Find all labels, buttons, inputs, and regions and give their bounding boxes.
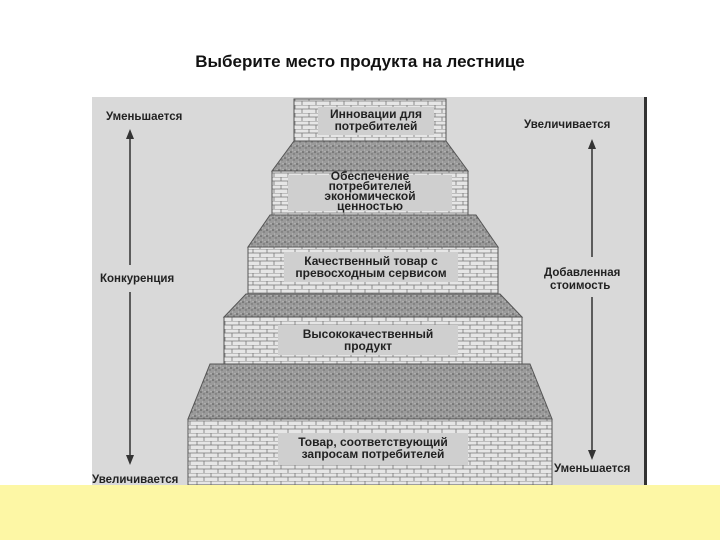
scan-border xyxy=(644,97,647,485)
step-5-tread xyxy=(187,363,553,420)
step-4-tread xyxy=(222,293,524,318)
step-5-label: Товар, соответствующий запросам потребит… xyxy=(298,435,448,461)
step-2-tread xyxy=(271,140,469,172)
slide-title: Выберите место продукта на лестнице xyxy=(195,52,525,71)
footer-band xyxy=(0,485,720,540)
step-4-label: Высококачественный продукт xyxy=(302,327,434,353)
step-2-label: Обеспечение потребителей экономической ц… xyxy=(324,169,416,213)
staircase-diagram: Уменьшается Конкуренция Увеличивается Ув… xyxy=(92,97,646,485)
staircase-graphic xyxy=(92,97,646,485)
left-axis-bottom-label: Увеличивается xyxy=(92,474,179,485)
step-3-label: Качественный товар с превосходным сервис… xyxy=(295,254,447,280)
left-axis-top-label: Уменьшается xyxy=(106,111,183,123)
right-axis-bottom-label: Уменьшается xyxy=(554,463,631,475)
right-axis-middle-label-1: Добавленная xyxy=(544,267,621,279)
step-3-tread xyxy=(247,214,499,248)
right-axis-middle-label-2: стоимость xyxy=(550,280,611,292)
step-1-label: Инновации для потребителей xyxy=(329,107,423,133)
left-axis-arrow-down xyxy=(126,455,134,465)
left-axis-middle-label: Конкуренция xyxy=(100,273,175,285)
right-axis-top-label: Увеличивается xyxy=(524,119,611,131)
left-axis-arrow-up xyxy=(126,129,134,139)
right-axis-arrow-up xyxy=(588,139,596,149)
right-axis-arrow-down xyxy=(588,450,596,460)
